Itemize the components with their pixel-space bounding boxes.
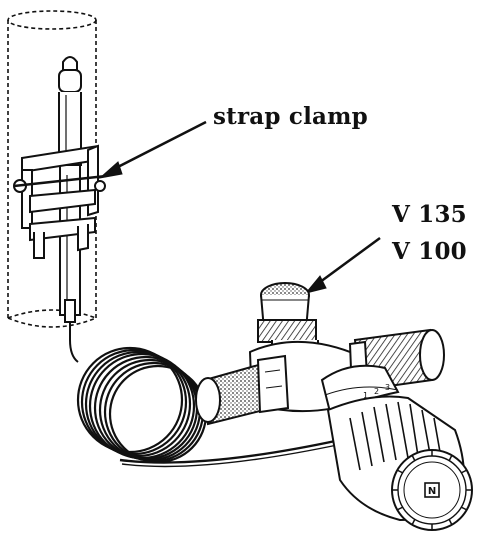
dial-mark: 3 [385,383,390,392]
strap-clamp-label: strap clamp [213,103,368,130]
valve-arrow [304,236,381,294]
dial-teeth [392,450,472,530]
dial-mark: 1 [363,391,368,400]
dial-badge-letter: N [428,486,436,497]
valve-label-v135: V 135 [392,201,467,228]
sensor-bulb [58,56,82,323]
dial-mark: 2 [374,387,379,396]
strap-clamp-arrow [98,120,207,179]
thermostatic-head [320,364,473,531]
dial-badge [424,482,440,498]
capillary-tube [69,322,79,363]
valve-label-v100: V 100 [392,238,467,265]
strap-clamp [13,144,107,259]
dial-scale: 1 2 3 [363,383,390,400]
